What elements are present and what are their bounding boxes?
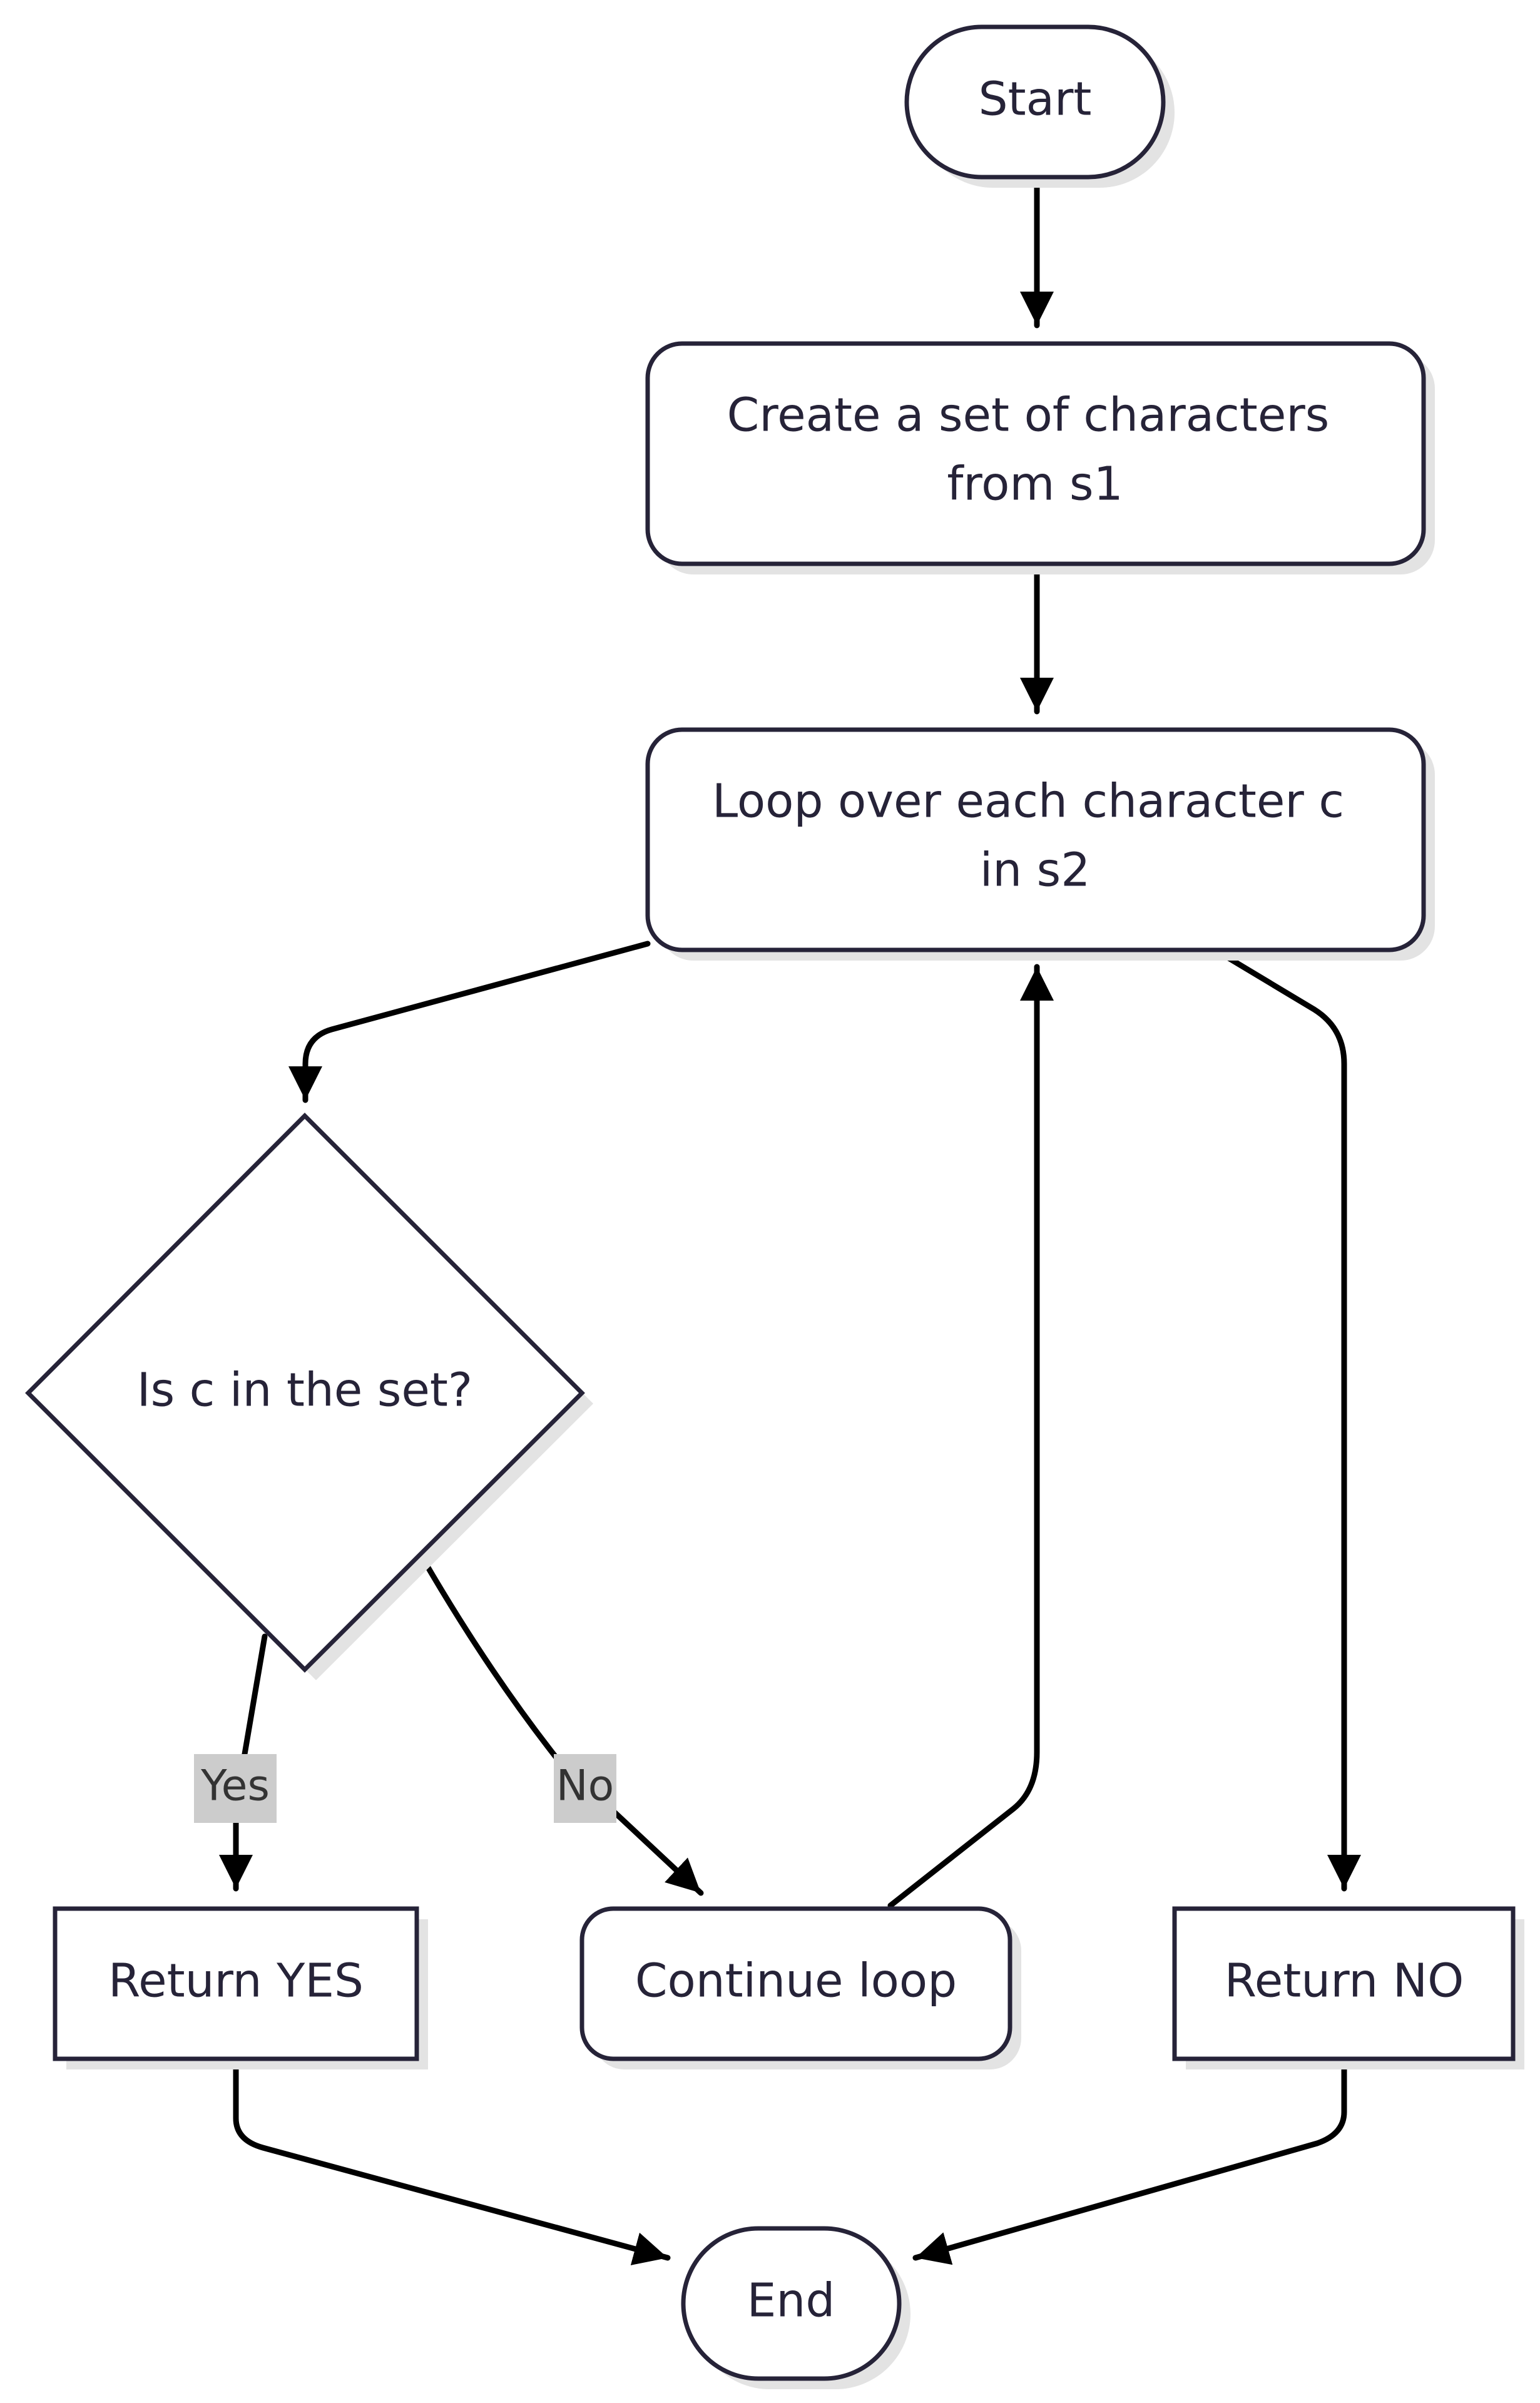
loop-label-line1: Loop over each character c [712, 775, 1344, 829]
node-create-set: Create a set of characters from s1 [645, 341, 1435, 574]
edge-label-no-background [554, 1754, 616, 1823]
node-return-no: Return NO [1172, 1906, 1524, 2069]
edge-decision-to-continue-loop [420, 1556, 704, 1896]
edge-return-yes-to-end [233, 2056, 671, 2265]
edge-loop-to-return-no [1211, 946, 1361, 1892]
edge-loop-to-decision [288, 941, 651, 1103]
edge-label-yes: Yes [194, 1754, 277, 1823]
continue-loop-label: Continue loop [635, 1954, 957, 2008]
end-terminal-shape [681, 2226, 902, 2381]
decision-diamond-shape [25, 1113, 585, 1673]
continue-loop-shape [579, 1906, 1012, 2061]
start-terminal-shape [904, 24, 1166, 180]
create-set-label-line1: Create a set of characters [727, 389, 1330, 442]
edge-label-yes-text: Yes [200, 1762, 270, 1811]
node-loop: Loop over each character c in s2 [645, 727, 1435, 961]
edge-label-no: No [554, 1754, 616, 1823]
return-no-label: Return NO [1225, 1954, 1464, 2008]
node-start: Start [904, 24, 1175, 188]
create-set-process-shape [645, 341, 1426, 566]
node-decision: Is c in the set? [25, 1113, 593, 1680]
return-yes-shape [53, 1906, 419, 2061]
node-return-yes: Return YES [53, 1906, 428, 2069]
edge-label-no-text: No [556, 1762, 614, 1811]
loop-process-shape [645, 727, 1426, 952]
decision-label: Is c in the set? [137, 1364, 472, 1417]
end-label: End [747, 2274, 835, 2328]
edge-label-yes-background [194, 1754, 277, 1823]
return-yes-label: Return YES [108, 1954, 364, 2008]
loop-label-line2: in s2 [980, 844, 1091, 897]
node-continue-loop: Continue loop [579, 1906, 1021, 2069]
edge-return-no-to-end [912, 2056, 1347, 2265]
node-end: End [681, 2226, 910, 2389]
create-set-label-line2: from s1 [947, 457, 1123, 511]
start-label: Start [979, 73, 1092, 126]
return-no-shape [1172, 1906, 1516, 2061]
edge-continue-loop-to-loop [887, 964, 1054, 1909]
